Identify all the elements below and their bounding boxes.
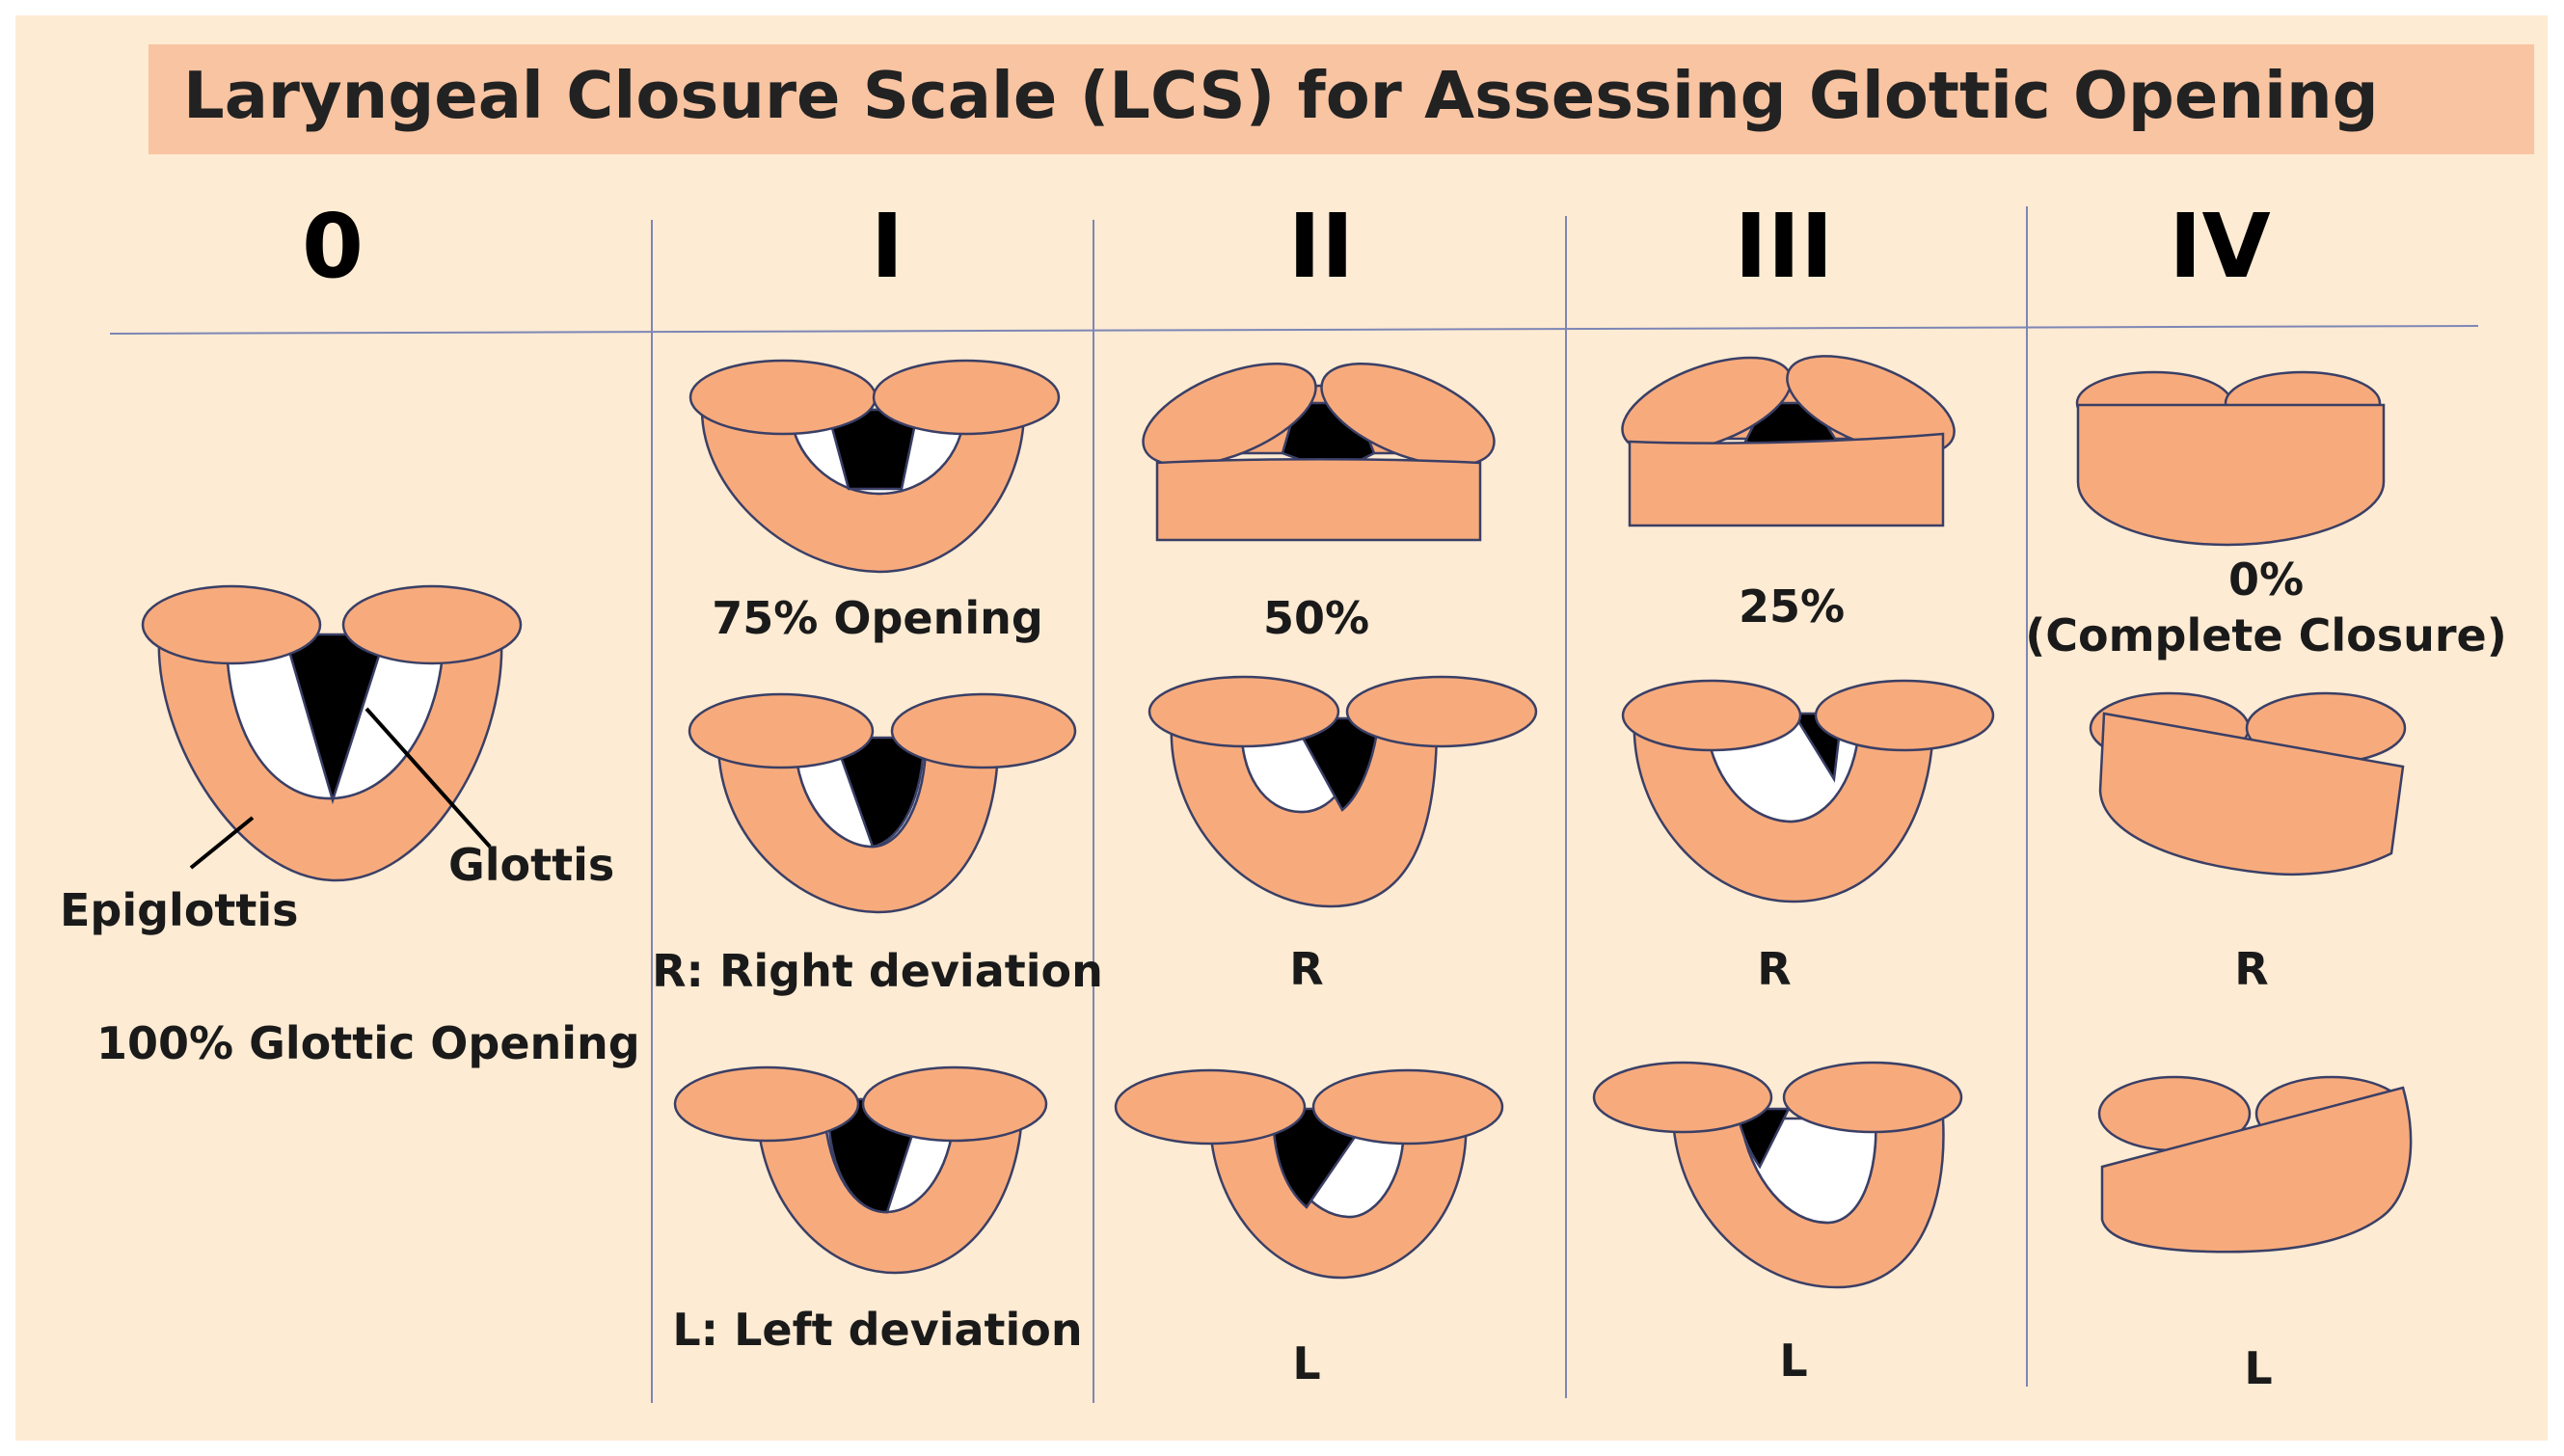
epiglottis-label: Epiglottis	[60, 884, 299, 936]
grade-I-right-label: R: Right deviation	[652, 945, 1103, 997]
grade-II-left-label: L	[1292, 1337, 1321, 1389]
grade-0-heading: 0	[301, 195, 364, 298]
larynx-25-left-deviation	[1592, 1061, 1963, 1289]
grade-IV-left-label: L	[2244, 1342, 2273, 1394]
grade-I-top-label: 75% Opening	[712, 592, 1043, 644]
diagram-title: Laryngeal Closure Scale (LCS) for Assess…	[183, 58, 2379, 133]
larynx-50-percent	[1142, 362, 1496, 542]
larynx-50-right-deviation	[1147, 675, 1538, 908]
grade-II-heading: II	[1287, 195, 1355, 298]
grade-III-right-label: R	[1757, 943, 1792, 995]
grade-II-top-label: 50%	[1262, 592, 1370, 644]
larynx-0-right-deviation	[2089, 691, 2407, 876]
larynx-0-percent	[2075, 370, 2386, 547]
header-divider	[109, 325, 2479, 335]
grade-IV-heading: IV	[2169, 195, 2271, 298]
larynx-75-percent	[688, 359, 1061, 574]
grade-III-top-label: 25%	[1738, 580, 1846, 633]
larynx-100-percent	[141, 584, 523, 882]
glottis-label: Glottis	[448, 839, 615, 891]
glottis-pointer	[364, 707, 492, 849]
grade-III-heading: III	[1734, 195, 1834, 298]
larynx-0-left-deviation	[2097, 1075, 2413, 1254]
grade-II-right-label: R	[1289, 943, 1324, 995]
grade-0-caption: 100% Glottic Opening	[96, 1017, 640, 1069]
grade-IV-top-label-line2: (Complete Closure)	[2025, 609, 2507, 661]
grade-IV-top-label-line1: 0%	[2227, 553, 2305, 606]
epiglottis-pointer	[189, 816, 255, 870]
larynx-75-left-deviation	[673, 1065, 1048, 1275]
larynx-25-percent	[1621, 355, 1956, 527]
grade-III-left-label: L	[1779, 1335, 1808, 1387]
grade-I-left-label: L: Left deviation	[672, 1304, 1083, 1356]
larynx-25-right-deviation	[1621, 679, 1995, 903]
grade-I-heading: I	[870, 195, 904, 298]
title-band: Laryngeal Closure Scale (LCS) for Assess…	[148, 44, 2534, 154]
grade-IV-right-label: R	[2234, 943, 2269, 995]
larynx-50-left-deviation	[1114, 1068, 1504, 1280]
larynx-75-right-deviation	[688, 692, 1077, 914]
